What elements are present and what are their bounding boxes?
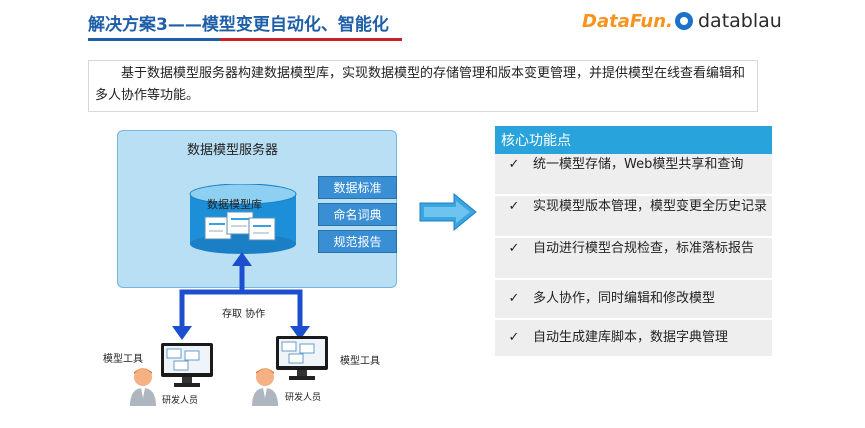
developer-label-left: 研发人员 [162,396,199,406]
datablau-logo-text: datablau [698,10,782,32]
feature-text: 自动生成建库脚本，数据字典管理 [533,330,729,345]
database-cylinder-icon [189,184,297,254]
feature-text: 统一模型存储，Web模型共享和查询 [533,157,744,172]
spec-report-box: 规范报告 [318,230,397,253]
feature-item: ✓ 多人协作，同时编辑和修改模型 [495,280,772,320]
feature-item: ✓ 实现模型版本管理，模型变更全历史记录 [495,196,772,238]
datafun-logo-text: DataFun. [582,10,673,32]
feature-text: 实现模型版本管理，模型变更全历史记录 [533,199,768,214]
feature-item: ✓ 自动生成建库脚本，数据字典管理 [495,320,772,358]
developer-person-icon-left [130,368,156,406]
monitor-icon-left [161,343,213,387]
checkmark-icon: ✓ [508,241,520,256]
developer-person-icon-right [252,368,278,406]
feature-item: ✓ 统一模型存储，Web模型共享和查询 [495,154,772,196]
datafun-logo: DataFun. [582,8,673,34]
core-features-title: 核心功能点 [495,126,772,154]
datablau-logo-icon [675,12,693,30]
title-underline-blue [88,38,220,41]
title-underline-red [220,38,402,41]
tool-label-left: 模型工具 [103,354,143,365]
monitor-icon-right [276,336,328,380]
tool-label-right: 模型工具 [340,356,380,367]
intro-text: 基于数据模型服务器构建数据模型库，实现数据模型的存储管理和版本变更管理，并提供模… [88,60,758,112]
naming-dictionary-box: 命名词典 [318,203,397,226]
repository-label: 数据模型库 [207,198,262,211]
feature-text: 多人协作，同时编辑和修改模型 [533,291,716,306]
checkmark-icon: ✓ [508,291,520,306]
developer-label-right: 研发人员 [285,393,322,403]
connector-label: 存取 协作 [222,309,266,320]
page-title: 解决方案3——模型变更自动化、智能化 [88,15,389,35]
checkmark-icon: ✓ [508,157,520,172]
feature-item: ✓ 自动进行模型合规检查，标准落标报告 [495,238,772,280]
server-title: 数据模型服务器 [187,143,279,158]
checkmark-icon: ✓ [508,199,520,214]
right-arrow-icon [419,193,477,231]
access-collaboration-arrows [172,252,310,340]
feature-text: 自动进行模型合规检查，标准落标报告 [533,241,755,256]
data-standard-box: 数据标准 [318,176,397,199]
core-features-panel: 核心功能点 ✓ 统一模型存储，Web模型共享和查询 ✓ 实现模型版本管理，模型变… [495,126,772,358]
checkmark-icon: ✓ [508,330,520,345]
datablau-logo: datablau [675,8,782,34]
